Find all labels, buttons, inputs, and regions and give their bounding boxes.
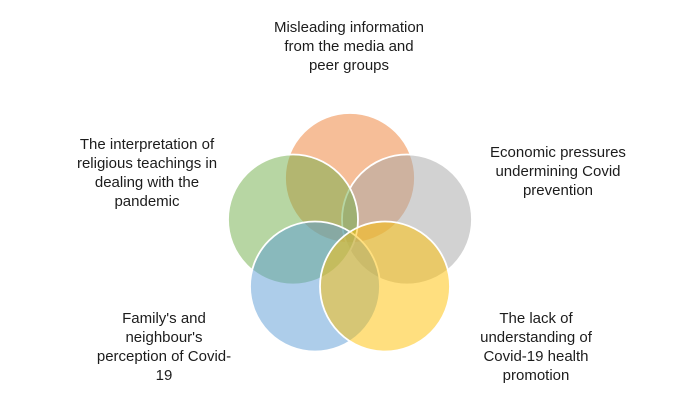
venn-circle-health-promotion-understanding <box>319 220 451 353</box>
venn-label-economic-pressures: Economic pressures undermining Covid pre… <box>490 144 626 199</box>
venn-label-health-promotion-understanding: The lack of understanding of Covid-19 he… <box>480 310 592 384</box>
venn-label-media-misinformation: Misleading information from the media an… <box>273 19 425 74</box>
venn-label-family-neighbour-perception: Family's and neighbour's perception of C… <box>96 310 232 384</box>
venn-label-religious-teachings: The interpretation of religious teaching… <box>76 136 218 210</box>
